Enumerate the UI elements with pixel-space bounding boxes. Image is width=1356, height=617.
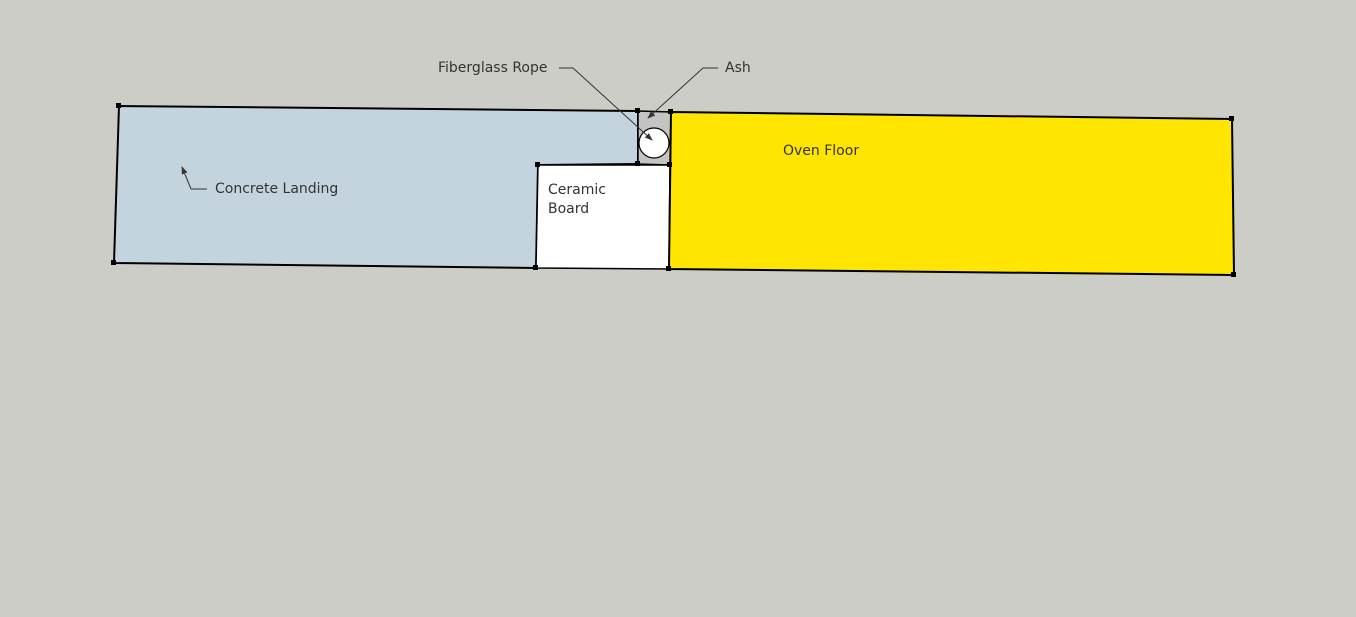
fiberglass-rope-leader <box>559 67 653 141</box>
ceramic-board-label-line1[interactable]: Ceramic <box>548 182 606 198</box>
oven-floor-face[interactable] <box>667 110 1236 277</box>
ceramic-board-label-line2[interactable]: Board <box>548 201 590 217</box>
vertex-markers <box>111 103 1236 277</box>
concrete-landing-leader <box>181 166 207 190</box>
concrete-landing-label[interactable]: Concrete Landing <box>215 181 339 197</box>
fiberglass-rope-label[interactable]: Fiberglass Rope <box>438 60 548 76</box>
ash-leader <box>647 67 718 119</box>
ash-label[interactable]: Ash <box>725 60 751 76</box>
oven-floor-label[interactable]: Oven Floor <box>783 143 860 159</box>
